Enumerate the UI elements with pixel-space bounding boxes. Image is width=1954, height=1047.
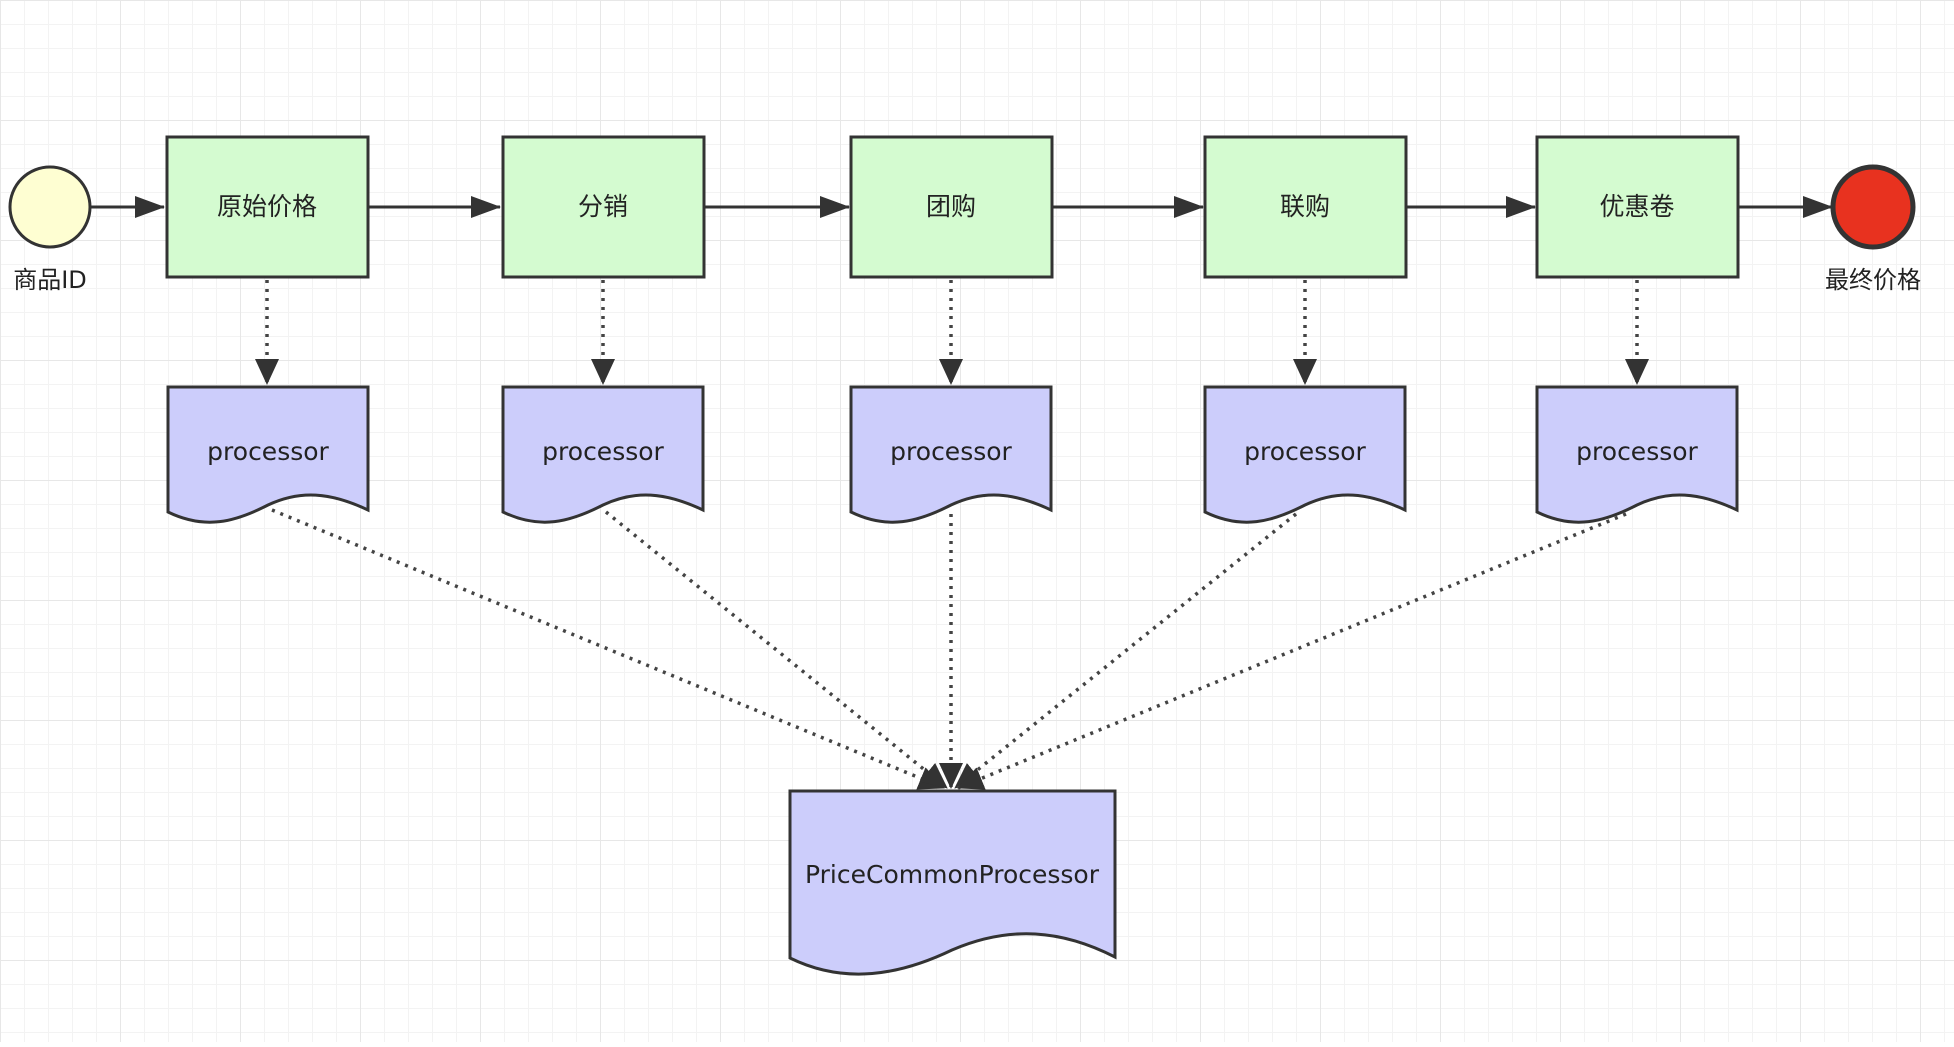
dotted-arrow-processor-2 [604, 510, 949, 790]
step-box [849, 135, 1054, 279]
processor-document-shape [849, 385, 1053, 524]
end-event[interactable]: 最终价格 [1825, 164, 1921, 294]
step-to-processor-links [255, 280, 1649, 385]
step-5[interactable]: 优惠卷 [1535, 135, 1740, 279]
processor-1[interactable]: processor [166, 385, 370, 524]
step-box [1535, 135, 1740, 279]
processor-document-shape [166, 385, 370, 524]
start-event-circle [8, 165, 92, 249]
processor-label: processor [542, 437, 664, 466]
common-processor[interactable]: PriceCommonProcessor [788, 789, 1117, 976]
step-box [165, 135, 370, 279]
processor-4[interactable]: processor [1203, 385, 1407, 524]
processor-label: processor [1244, 437, 1366, 466]
processor-label: processor [1576, 437, 1698, 466]
processor-to-common-links [271, 508, 1627, 790]
step-label: 联购 [1280, 192, 1330, 221]
processor-label: processor [890, 437, 1012, 466]
step-1[interactable]: 原始价格 [165, 135, 370, 279]
step-4[interactable]: 联购 [1203, 135, 1408, 279]
processor-document-shape [1535, 385, 1739, 524]
step-box [501, 135, 706, 279]
end-event-label: 最终价格 [1825, 266, 1921, 294]
start-event-label: 商品ID [13, 266, 87, 294]
processor-document-shape [1203, 385, 1407, 524]
dotted-arrow-processor-5 [957, 512, 1627, 790]
step-3[interactable]: 团购 [849, 135, 1054, 279]
common-processor-label: PriceCommonProcessor [805, 860, 1100, 889]
common-processor-document-shape [788, 789, 1117, 976]
step-2[interactable]: 分销 [501, 135, 706, 279]
processor-5[interactable]: processor [1535, 385, 1739, 524]
end-event-circle [1830, 164, 1916, 250]
start-event[interactable]: 商品ID [8, 165, 92, 294]
processor-2[interactable]: processor [501, 385, 705, 524]
processor-label: processor [207, 437, 329, 466]
step-label: 团购 [926, 192, 976, 221]
processor-3[interactable]: processor [849, 385, 1053, 524]
step-label: 优惠卷 [1599, 192, 1674, 221]
processor-document-shape [501, 385, 705, 524]
step-label: 原始价格 [217, 192, 317, 221]
dotted-arrow-processor-4 [953, 512, 1298, 790]
step-label: 分销 [578, 192, 628, 221]
step-box [1203, 135, 1408, 279]
dotted-arrow-processor-1 [271, 508, 945, 790]
